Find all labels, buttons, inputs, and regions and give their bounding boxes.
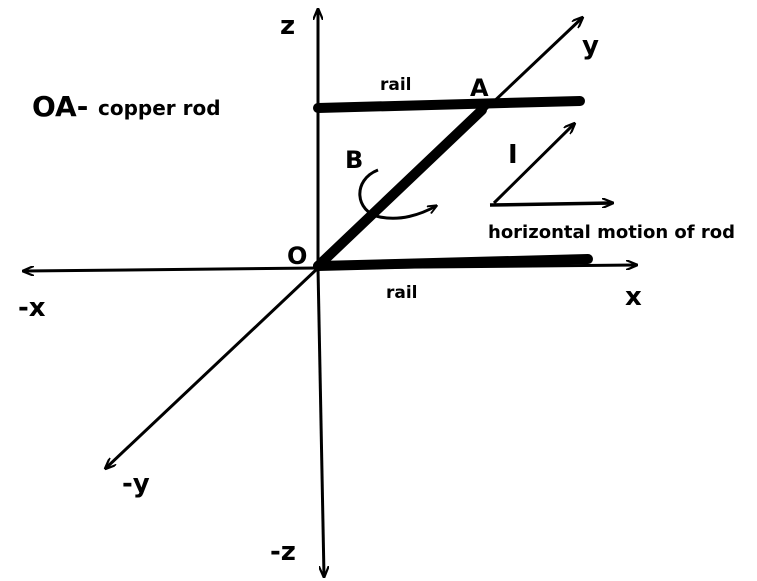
neg-y-axis-label: -y — [122, 469, 150, 499]
x-axis-label: x — [625, 282, 642, 312]
point-a-label: A — [470, 74, 489, 102]
neg-y-axis — [106, 266, 320, 468]
copper-rod — [313, 105, 487, 271]
point-b-label: B — [345, 146, 363, 174]
neg-x-axis — [24, 268, 319, 271]
current-label: I — [508, 140, 518, 170]
y-axis-label: y — [582, 31, 599, 61]
horizontal-motion-arrow — [489, 203, 612, 205]
top-rail-label: rail — [380, 75, 412, 95]
rod-symbol-label: OA- — [32, 90, 88, 123]
neg-x-axis-label: -x — [18, 293, 46, 323]
current-direction-arrow — [492, 124, 574, 205]
top-rail — [313, 96, 585, 113]
rotation-arrow — [358, 168, 436, 220]
bottom-rail — [313, 254, 593, 271]
bottom-rail-label: rail — [386, 283, 418, 303]
neg-z-axis-label: -z — [270, 537, 296, 567]
z-axis-label: z — [280, 11, 295, 41]
motion-label: horizontal motion of rod — [488, 222, 735, 243]
neg-z-axis — [316, 267, 324, 576]
point-o-label: O — [287, 242, 307, 270]
rod-description-label: copper rod — [98, 96, 221, 120]
